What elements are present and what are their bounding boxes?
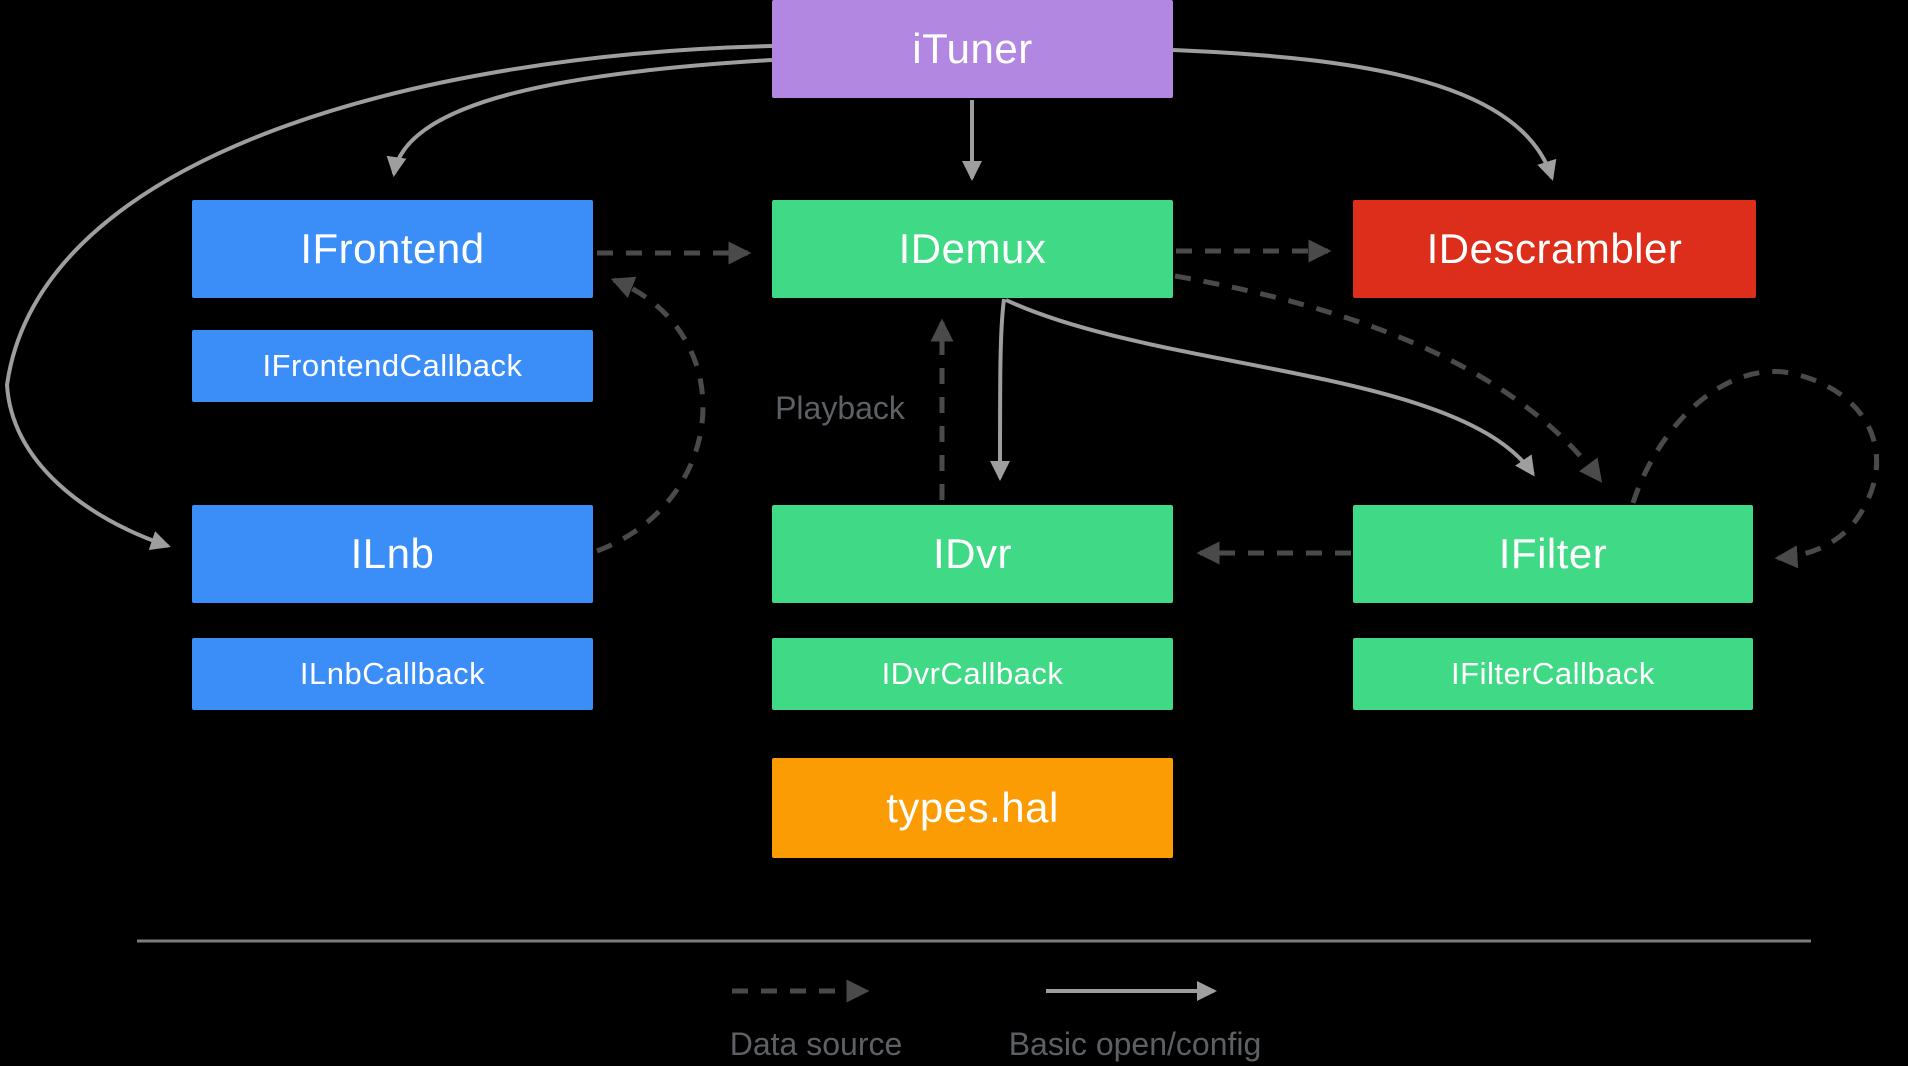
node-ilnb: ILnb <box>192 505 593 603</box>
edge-idemux-idvr <box>990 298 1011 481</box>
node-idvr-callback: IDvrCallback <box>772 638 1173 710</box>
node-ifilter-callback: IFilterCallback <box>1353 638 1753 710</box>
edge-ituner-idescrambler <box>1172 48 1557 181</box>
edge-ifilter-self-loop <box>1630 369 1880 569</box>
node-types-hal: types.hal <box>772 758 1173 858</box>
node-ifilter: IFilter <box>1353 505 1753 603</box>
node-idescrambler: IDescrambler <box>1353 200 1756 298</box>
legend-solid-label: Basic open/config <box>1008 1026 1262 1062</box>
node-ifrontend-callback: IFrontendCallback <box>192 330 593 402</box>
edge-ilnb-ifrontend <box>596 276 706 554</box>
legend-dashed-label: Data source <box>729 1026 903 1062</box>
edge-idemux-ifilter-dashed <box>1174 273 1603 483</box>
node-ilnb-callback: ILnbCallback <box>192 638 593 710</box>
node-ifrontend: IFrontend <box>192 200 593 298</box>
node-idemux: IDemux <box>772 200 1173 298</box>
edge-ituner-ilnb <box>4 44 773 551</box>
edge-ituner-ifrontend <box>386 58 773 177</box>
node-ituner: iTuner <box>772 0 1173 98</box>
node-idvr: IDvr <box>772 505 1173 603</box>
playback-annotation: Playback <box>775 390 905 426</box>
edge-idemux-ifilter <box>1005 298 1535 477</box>
